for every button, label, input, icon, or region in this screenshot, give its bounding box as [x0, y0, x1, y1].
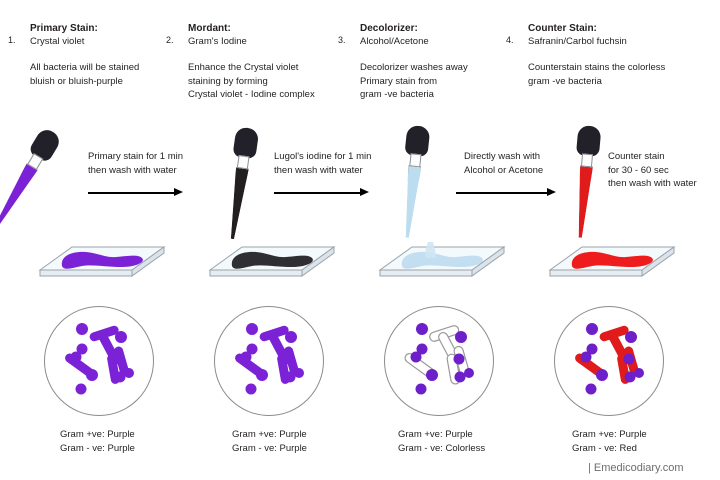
dropper-fluid-2 [226, 168, 249, 241]
step-4-body: Counterstain stains the colorless gram -… [528, 61, 665, 88]
step-3-process-caption: Directly wash with Alcohol or Acetone [464, 150, 543, 177]
step-2-arrow-icon [274, 188, 369, 197]
microscope-view-1 [44, 306, 154, 416]
dropper-1 [40, 124, 66, 139]
microscope-view-4 [554, 306, 664, 416]
result-line: Gram - ve: Colorless [398, 443, 486, 454]
step-2-body-line: Crystal violet - Iodine complex [188, 89, 315, 100]
step-1-body-line: bluish or bluish-purple [30, 75, 123, 87]
dropper-bulb-icon [404, 124, 431, 158]
process-line: Primary stain for 1 min [88, 151, 184, 162]
result-line: Gram - ve: Purple [60, 443, 135, 454]
process-line: then wash with water [274, 164, 363, 176]
process-line: for 30 - 60 sec [608, 164, 669, 176]
dropper-bulb-icon [575, 124, 602, 157]
step-3-subtitle: Alcohol/Acetone [360, 36, 429, 47]
step-1-header: 1. Primary Stain: Crystal violet All bac… [8, 22, 139, 88]
dropper-tube-icon [401, 165, 421, 238]
step-2-body: Enhance the Crystal violet staining by f… [188, 61, 315, 102]
process-line: then wash with water [88, 164, 177, 176]
dropper-3 [404, 124, 434, 127]
step-1-title: Primary Stain: [30, 23, 98, 34]
step-3-body-line: gram -ve bacteria [360, 89, 434, 100]
step-1-subtitle: Crystal violet [30, 36, 85, 47]
dropper-2 [233, 126, 263, 130]
step-1-body: All bacteria will be stained bluish or b… [30, 61, 139, 88]
step-4-body-line: gram -ve bacteria [528, 75, 602, 87]
process-line: Alcohol or Acetone [464, 164, 544, 176]
result-line: Gram +ve: Purple [232, 429, 307, 440]
step-2-result: Gram +ve: Purple Gram - ve: Purple [232, 428, 307, 456]
step-3-body-line: Primary stain from [360, 75, 438, 87]
result-line: Gram +ve: Purple [398, 429, 473, 440]
step-3-body: Decolorizer washes away Primary stain fr… [360, 61, 468, 102]
step-1-arrow-icon [88, 188, 183, 197]
step-1-process-caption: Primary stain for 1 min then wash with w… [88, 150, 183, 177]
dropper-4 [575, 124, 605, 128]
dropper-fluid-4 [574, 166, 593, 239]
dropper-fluid-3 [401, 166, 421, 239]
result-line: Gram +ve: Purple [60, 429, 135, 440]
step-4-title: Counter Stain: [528, 23, 597, 34]
step-1-body-line: All bacteria will be stained [30, 62, 140, 73]
process-line: Directly wash with [464, 151, 541, 162]
dropper-tube-icon [226, 167, 249, 240]
step-4-number: 4. [506, 35, 514, 45]
step-2-process-caption: Lugol's iodine for 1 min then wash with … [274, 150, 371, 177]
step-3-result: Gram +ve: Purple Gram - ve: Colorless [398, 428, 485, 456]
step-2-subtitle: Gram's Iodine [188, 36, 247, 47]
step-4-body-line: Counterstain stains the colorless [528, 62, 666, 73]
step-1-result: Gram +ve: Purple Gram - ve: Purple [60, 428, 135, 456]
dropper-tube-icon [574, 165, 593, 238]
slide-2 [206, 240, 338, 298]
step-2-body-line: staining by forming [188, 75, 268, 87]
slide-3 [376, 240, 508, 298]
step-2-header: 2. Mordant: Gram's Iodine Enhance the Cr… [166, 22, 315, 102]
step-3-title: Decolorizer: [360, 23, 418, 34]
dropper-tube-icon [0, 163, 38, 231]
step-2-number: 2. [166, 35, 174, 45]
credit-watermark: | Emedicodiary.com [588, 462, 684, 474]
process-line: Counter stain [608, 151, 665, 162]
step-2-body-line: Enhance the Crystal violet [188, 62, 299, 73]
dropper-neck-icon [580, 153, 594, 168]
result-line: Gram - ve: Red [572, 443, 637, 454]
step-4-process-caption: Counter stain for 30 - 60 sec then wash … [608, 150, 697, 191]
step-4-result: Gram +ve: Purple Gram - ve: Red [572, 428, 647, 456]
step-3-number: 3. [338, 35, 346, 45]
step-3-header: 3. Decolorizer: Alcohol/Acetone Decolori… [338, 22, 468, 102]
step-3-arrow-icon [456, 188, 556, 197]
step-1-number: 1. [8, 35, 16, 45]
slide-1 [36, 240, 168, 298]
step-2-title: Mordant: [188, 23, 231, 34]
result-line: Gram +ve: Purple [572, 429, 647, 440]
step-3-body-line: Decolorizer washes away [360, 62, 468, 73]
dropper-neck-icon [409, 153, 422, 168]
process-line: Lugol's iodine for 1 min [274, 151, 372, 162]
microscope-view-3 [384, 306, 494, 416]
step-4-header: 4. Counter Stain: Safranin/Carbol fuchsi… [506, 22, 665, 88]
step-4-subtitle: Safranin/Carbol fuchsin [528, 36, 627, 47]
microscope-view-2 [214, 306, 324, 416]
dropper-fluid-1 [0, 164, 37, 232]
process-line: then wash with water [608, 178, 697, 189]
dropper-bulb-icon [232, 126, 260, 160]
slide-4 [546, 240, 678, 298]
result-line: Gram - ve: Purple [232, 443, 307, 454]
